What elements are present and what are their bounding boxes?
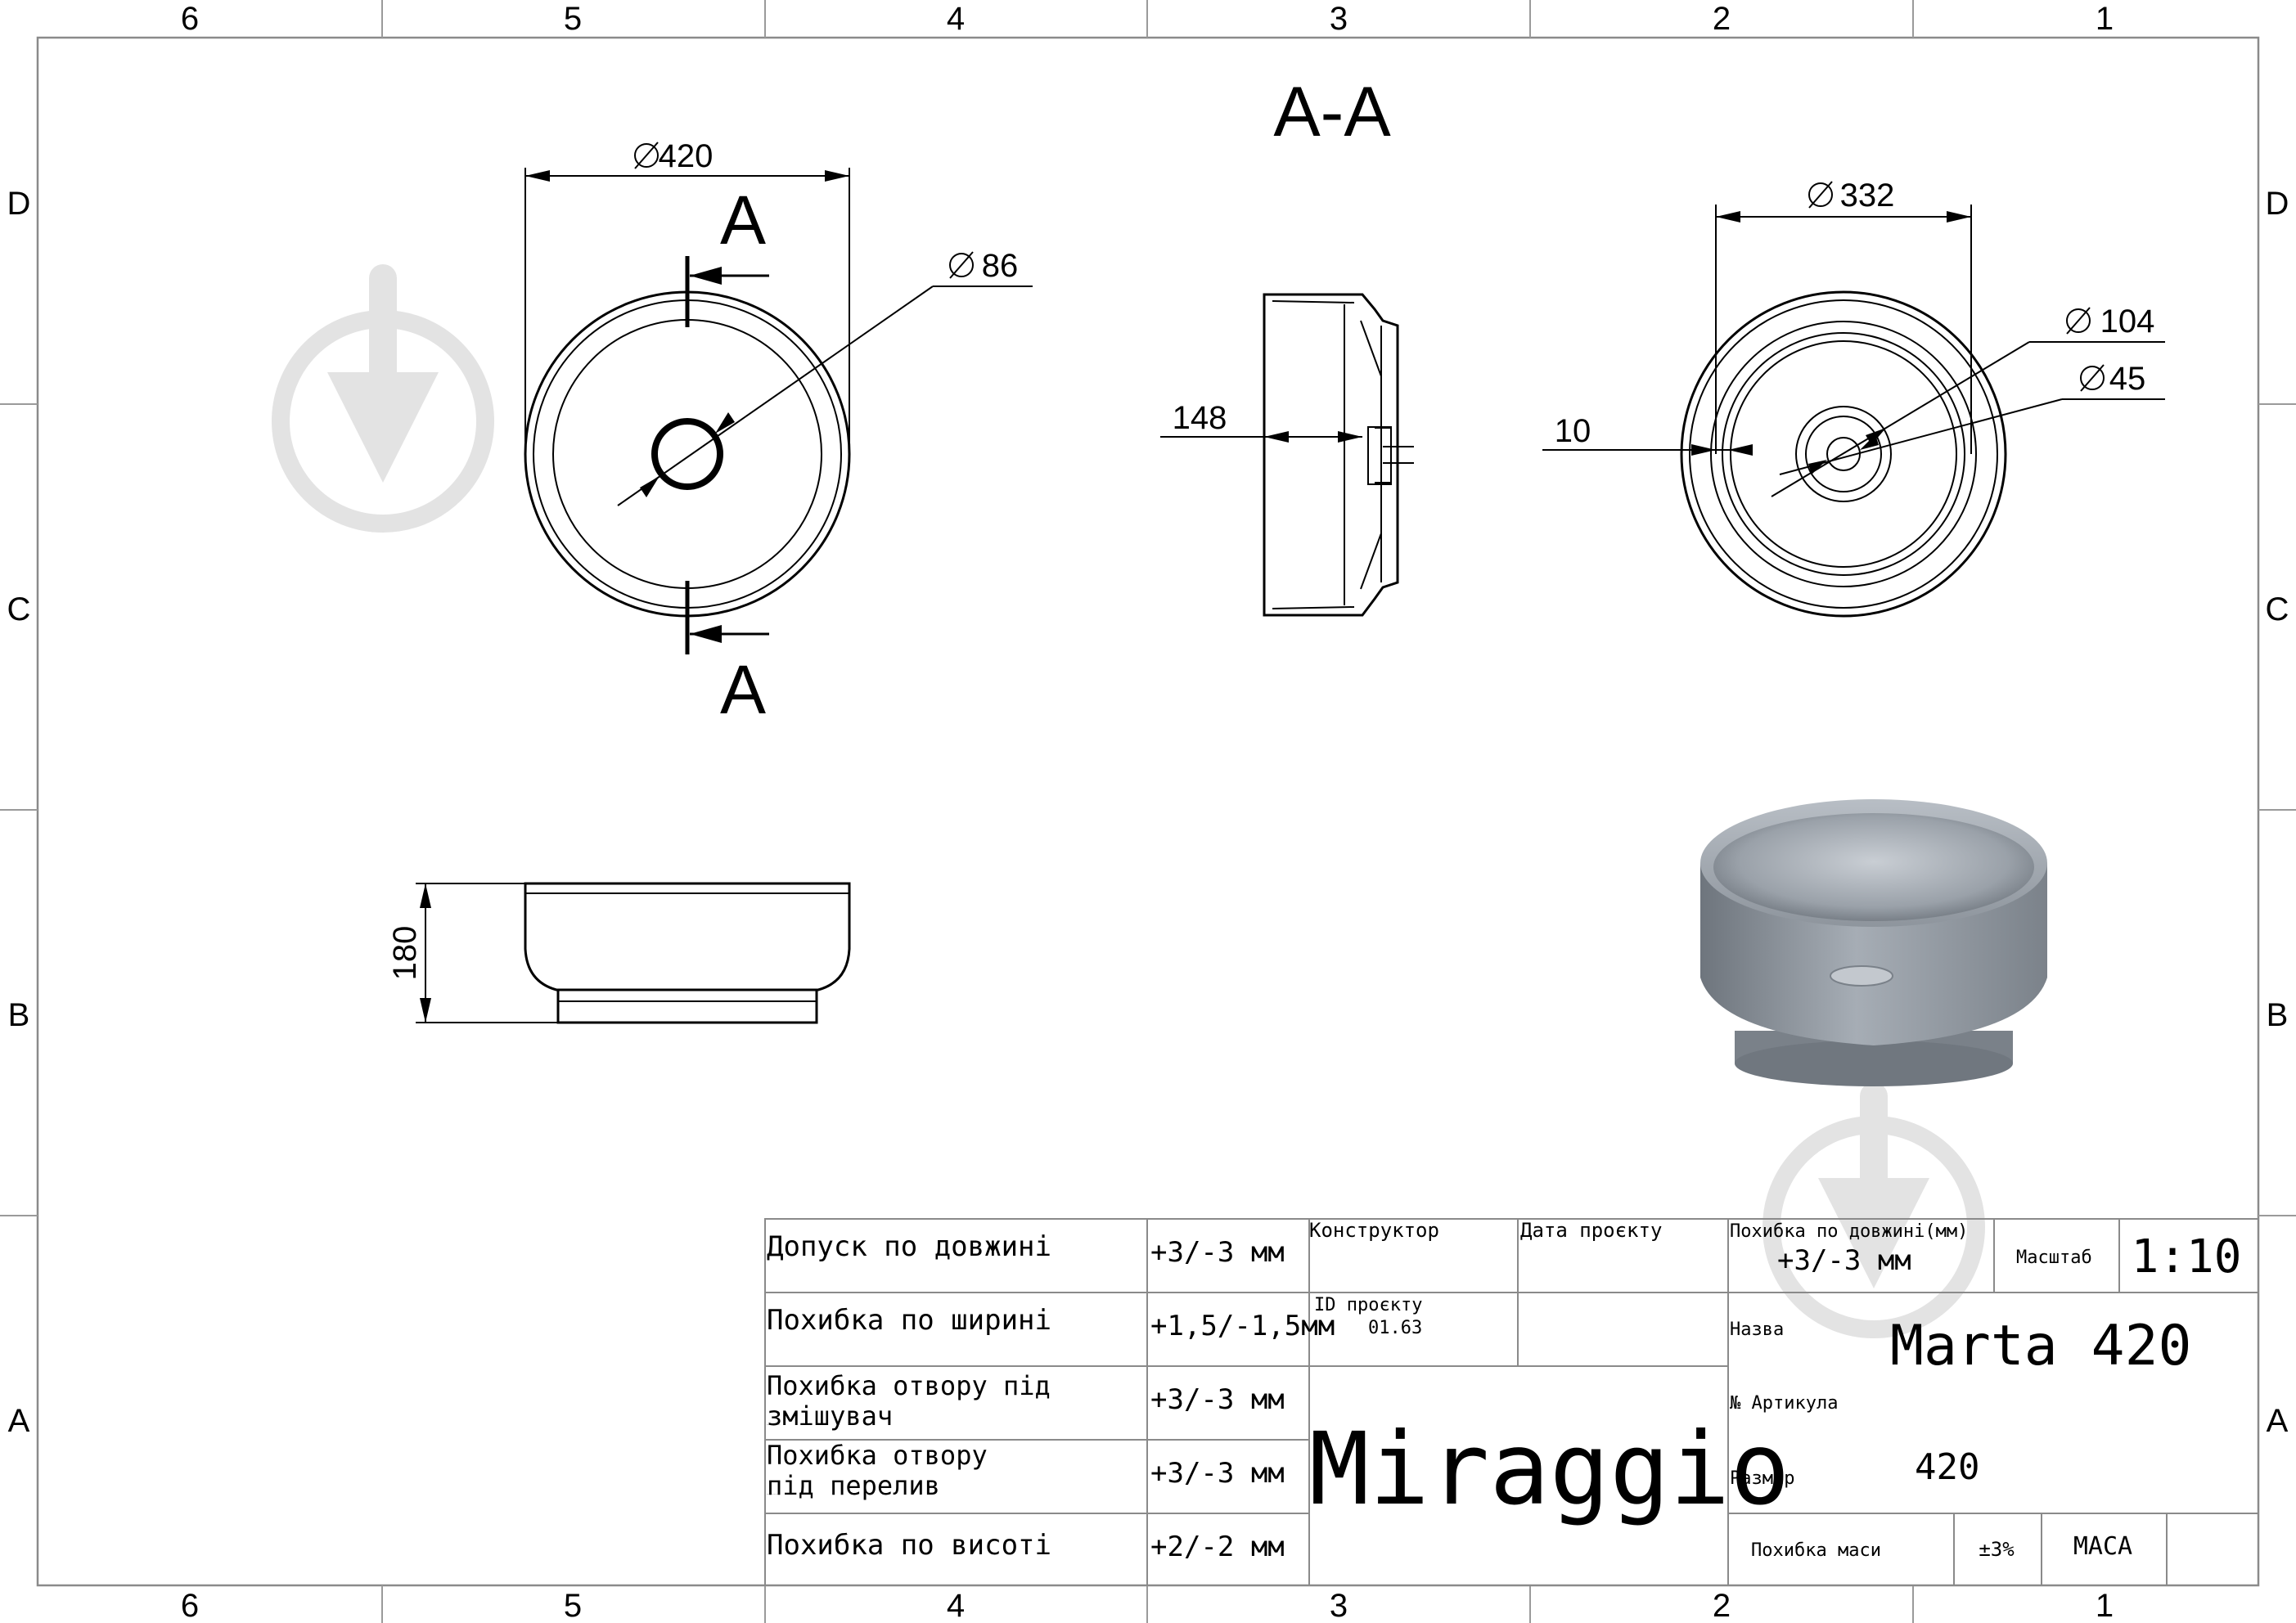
basin-render	[1700, 799, 2047, 1086]
size-value: 420	[1915, 1446, 1979, 1488]
zone-row-left: A	[8, 1403, 30, 1439]
length-tolerance-label: Похибка по довжині(мм)	[1730, 1221, 1968, 1242]
zone-col-bottom: 5	[564, 1588, 582, 1623]
zone-row-right: D	[2266, 186, 2289, 222]
tolerance-label: Похибка отвору	[767, 1440, 988, 1471]
zone-col-bottom: 3	[1330, 1588, 1348, 1623]
size-label: Размір	[1730, 1468, 1794, 1489]
section-marker-top: A	[720, 182, 766, 259]
zone-col-bottom: 6	[181, 1588, 199, 1623]
mass-tolerance-label: Похибка маси	[1751, 1540, 1881, 1561]
zone-row-left: D	[7, 186, 31, 222]
zone-row-right: B	[2267, 997, 2289, 1033]
dim-bottom-wall: 10	[1555, 413, 1591, 449]
project-id-value: 01.63	[1368, 1318, 1422, 1338]
dim-height: 180	[387, 926, 423, 981]
tolerance-value: +3/-3 мм	[1150, 1383, 1285, 1416]
zone-col-bottom: 4	[947, 1588, 965, 1623]
zone-row-left: B	[8, 997, 30, 1033]
scale-value: 1:10	[2132, 1230, 2242, 1284]
zone-col-top: 2	[1713, 1, 1731, 37]
zone-labels: 6 5 4 3 2 1 6 5 4 3 2 1 D C B A D C B A	[7, 1, 2289, 1623]
watermark-logo-icon	[1763, 1082, 1985, 1338]
name-label: Назва	[1730, 1320, 1784, 1340]
mass-tolerance-value: ±3%	[1979, 1538, 2015, 1561]
section-title: A-A	[1273, 73, 1391, 151]
zone-row-right: C	[2266, 591, 2289, 627]
project-date-label: Дата проєкту	[1520, 1219, 1662, 1242]
tolerance-label-full: Похибка отвору під перелив	[767, 1493, 780, 1495]
side-view: 180	[387, 882, 851, 1024]
title-block: Допуск по довжині +3/-3 мм Похибка по ши…	[764, 1218, 2259, 1586]
bottom-view: 332 104 45 10	[1542, 178, 2165, 618]
tolerance-label-cont: змішувач	[767, 1400, 893, 1432]
dim-top-outer-diameter: 420	[659, 138, 714, 174]
zone-col-bottom: 1	[2096, 1588, 2114, 1623]
dim-drain-diameter: 86	[982, 248, 1019, 284]
section-view: 148	[1160, 293, 1414, 617]
tolerance-label: Похибка по ширині	[767, 1304, 1051, 1337]
tolerance-label-cont: під перелив	[767, 1470, 940, 1501]
section-marker-bottom: A	[720, 651, 766, 728]
zone-col-bottom: 2	[1713, 1588, 1731, 1623]
zone-col-top: 6	[181, 1, 199, 37]
tolerance-label-full: Похибка отвору під змішувач	[767, 1423, 781, 1426]
tolerance-value: +1,5/-1,5мм	[1150, 1310, 1335, 1342]
tolerance-label: Похибка по висоті	[767, 1529, 1051, 1562]
constructor-label: Конструктор	[1309, 1219, 1439, 1242]
brand-name: Miraggio	[1309, 1411, 1790, 1527]
zone-row-left: C	[7, 591, 31, 627]
tolerance-label: Похибка отвору під	[767, 1370, 1051, 1401]
article-label: № Артикула	[1729, 1393, 1838, 1414]
watermark-logo-icon	[272, 264, 494, 533]
zone-row-right: A	[2267, 1403, 2289, 1439]
top-view: 420 86 A A	[524, 138, 1033, 728]
scale-label: Масштаб	[2016, 1248, 2092, 1268]
length-tolerance-value: +3/-3 мм	[1777, 1244, 1911, 1277]
dim-section-depth: 148	[1173, 400, 1227, 436]
zone-col-top: 5	[564, 1, 582, 37]
name-value: Marta 420	[1890, 1314, 2191, 1378]
tolerance-value: +3/-3 мм	[1150, 1236, 1285, 1269]
dim-bottom-outer-diameter: 332	[1840, 178, 1895, 214]
tolerance-label: Допуск по довжині	[767, 1230, 1051, 1263]
dim-bottom-foot-diameter: 104	[2100, 303, 2155, 339]
project-id-label: ID проєкту	[1314, 1295, 1422, 1315]
dim-bottom-drain-diameter: 45	[2109, 361, 2146, 397]
tolerance-value: +3/-3 мм	[1150, 1457, 1285, 1490]
zone-col-top: 1	[2096, 1, 2114, 37]
zone-col-top: 4	[947, 1, 965, 37]
tolerance-value: +2/-2 мм	[1150, 1531, 1285, 1563]
zone-col-top: 3	[1330, 1, 1348, 37]
mass-label: МАСА	[2073, 1532, 2132, 1561]
